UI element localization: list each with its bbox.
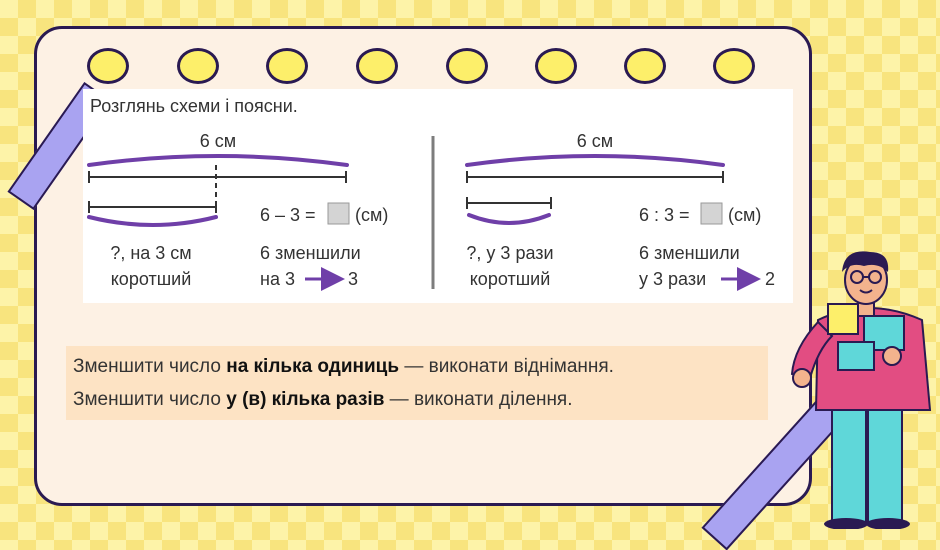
left-equation-unit: (см) xyxy=(355,205,388,225)
right-result-value: 2 xyxy=(765,269,775,289)
rule-keyword: у (в) кілька разів xyxy=(226,389,385,410)
left-part-brace xyxy=(87,215,218,227)
rule-text: Зменшити число xyxy=(73,356,227,377)
scheme-panel: Розглянь схеми і поясни. 6 см 6 – 3 = (с… xyxy=(83,89,793,303)
right-question-line1: ?, у 3 рази xyxy=(466,243,553,263)
right-equation-unit: (см) xyxy=(728,205,761,225)
binder-ring xyxy=(535,48,577,84)
rule-line-division: Зменшити число у (в) кілька разів — вико… xyxy=(73,389,573,411)
left-length-label: 6 см xyxy=(200,131,236,151)
left-total-brace xyxy=(87,154,349,167)
right-result-line1: 6 зменшили xyxy=(639,243,740,263)
rule-line-subtraction: Зменшити число на кілька одиниць — викон… xyxy=(73,356,614,378)
left-result-value: 3 xyxy=(348,269,358,289)
binder-ring xyxy=(356,48,398,84)
left-equation: 6 – 3 = xyxy=(260,205,316,225)
right-length-label: 6 см xyxy=(577,131,613,151)
binder-ring xyxy=(624,48,666,84)
binder-ring xyxy=(87,48,129,84)
scheme-diagram: 6 см 6 – 3 = (см) ?, на 3 см коротший 6 … xyxy=(87,131,775,291)
binder-ring xyxy=(713,48,755,84)
binder-ring xyxy=(446,48,488,84)
binder-ring xyxy=(177,48,219,84)
rule-text: — виконати віднімання. xyxy=(399,356,614,377)
right-part-brace xyxy=(467,213,551,225)
right-total-brace xyxy=(465,154,725,167)
left-answer-box xyxy=(327,202,350,225)
right-question-line2: коротший xyxy=(470,269,551,289)
rule-text: Зменшити число xyxy=(73,389,227,410)
panel-title: Розглянь схеми і поясни. xyxy=(90,96,298,116)
right-answer-box xyxy=(700,202,723,225)
left-result-prefix: на 3 xyxy=(260,269,295,289)
rule-box: Зменшити число на кілька одиниць — викон… xyxy=(66,346,768,420)
right-equation: 6 : 3 = xyxy=(639,205,690,225)
binder-ring xyxy=(266,48,308,84)
left-question-line2: коротший xyxy=(111,269,192,289)
left-result-line1: 6 зменшили xyxy=(260,243,361,263)
rule-text: — виконати ділення. xyxy=(384,389,573,410)
right-result-prefix: у 3 рази xyxy=(639,269,706,289)
left-question-line1: ?, на 3 см xyxy=(110,243,191,263)
boy-with-puzzle-illustration xyxy=(790,251,932,529)
rule-keyword: на кілька одиниць xyxy=(226,356,400,377)
